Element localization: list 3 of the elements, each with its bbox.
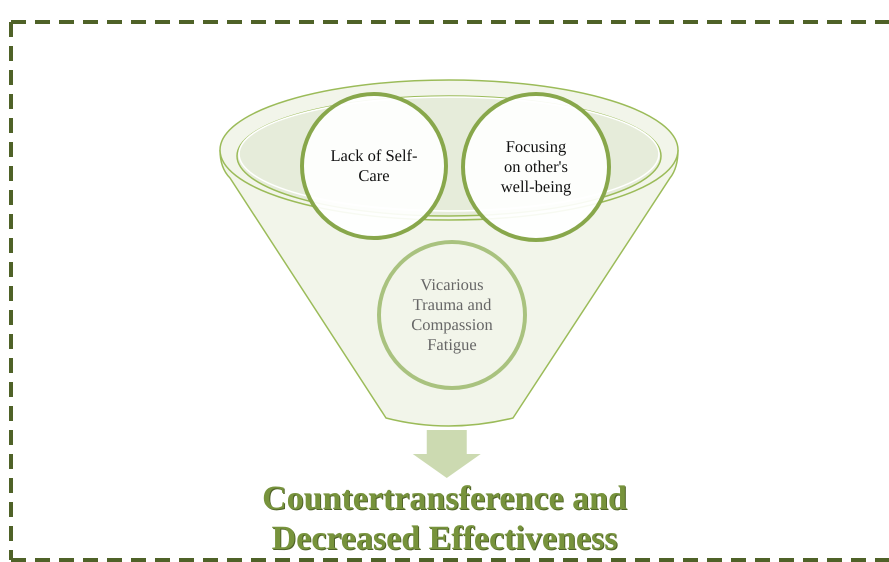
block-arrow (412, 430, 481, 478)
circle-node: Vicarious Trauma and Compassion Fatigue (377, 240, 527, 390)
outcome-heading: Countertransference and Decreased Effectiveness (261, 479, 628, 559)
